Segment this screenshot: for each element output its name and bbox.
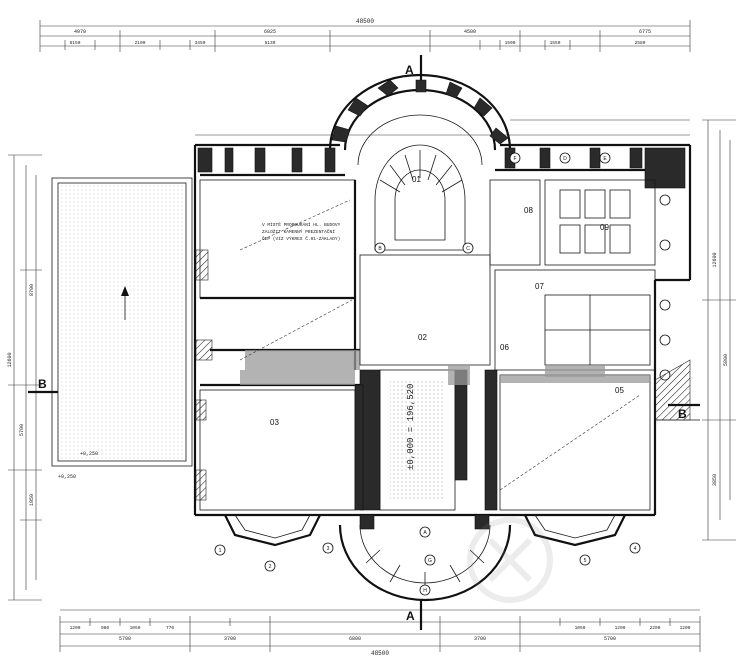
bottom-dim: 1200: [615, 625, 626, 631]
top-dim: 1500: [505, 40, 516, 46]
top-dim: 3450: [195, 40, 206, 46]
axis-marker-c: C: [462, 242, 474, 254]
svg-text:E: E: [603, 156, 607, 162]
axis-marker-2: 2: [264, 560, 276, 572]
svg-text:1: 1: [219, 548, 222, 554]
top-dim: 6150: [70, 40, 81, 46]
svg-text:A: A: [406, 609, 415, 623]
left-dim: 1950: [29, 494, 35, 506]
svg-text:3: 3: [327, 546, 330, 552]
bottom-dim: 1200: [680, 625, 691, 631]
terrace-level: +0,250: [80, 451, 98, 457]
room-number-02: 02: [418, 333, 427, 342]
interior-walls: 02 ±0,000 = 196,520 08 07 06 09 05 03: [195, 179, 656, 511]
bottom-dim: 5700: [119, 636, 131, 642]
bottom-dim: 1200: [70, 625, 81, 631]
svg-text:B: B: [38, 377, 47, 391]
svg-text:4: 4: [634, 546, 637, 552]
note-line: V MÍSTĚ PROBOURÁNÍ HL. BUDOVY: [262, 221, 341, 228]
bottom-dimension-chains: 48500 5700 3700 6800 3700 5700 1200 980 …: [59, 609, 701, 657]
top-overall-dim: 48500: [356, 18, 374, 25]
terrace-area: +0,250 +0,250: [51, 177, 193, 480]
axis-marker-b: B: [374, 242, 386, 254]
svg-text:H: H: [423, 588, 427, 594]
south-bays: [224, 514, 626, 602]
top-dim: 2100: [135, 40, 146, 46]
right-dim: 3850: [712, 474, 718, 486]
note-line: ZALOŽIT KAMENNÝ PREZENTAČNÍ: [262, 228, 335, 235]
axis-marker-5: 5: [579, 554, 591, 566]
top-dim: 1550: [550, 40, 561, 46]
north-bay-arcade: 01: [328, 73, 512, 251]
axis-marker-e: E: [599, 152, 611, 164]
svg-text:F: F: [513, 156, 516, 162]
top-dim: 4970: [74, 29, 86, 35]
svg-text:A: A: [423, 530, 427, 536]
axis-marker-h: H: [419, 584, 431, 596]
axis-marker-1: 1: [214, 544, 226, 556]
left-dim: 8700: [29, 284, 35, 296]
right-dim: 5800: [723, 354, 729, 366]
note-line: ČEP (VIZ VÝKRES Č.01-ZÁKLADY): [262, 235, 340, 242]
bottom-dim: 3700: [224, 636, 236, 642]
room-number-05: 05: [615, 386, 624, 395]
ramp-hatch: [654, 359, 700, 421]
svg-text:B: B: [378, 246, 382, 252]
right-axis-markers: [659, 194, 671, 381]
room-number-06: 06: [500, 343, 509, 352]
svg-text:5: 5: [584, 558, 587, 564]
axis-marker-3: 3: [322, 542, 334, 554]
bottom-dim: 1050: [130, 625, 141, 631]
room-number-01: 01: [412, 175, 421, 184]
room-number-03: 03: [270, 418, 279, 427]
top-dim: 4500: [464, 29, 476, 35]
axis-markers: 1 2 3 4 5 A B C D E F G H: [214, 152, 641, 596]
level-label: ±0,000 = 196,520: [406, 384, 416, 470]
bottom-dim: 1050: [575, 625, 586, 631]
axis-marker-f: F: [509, 152, 521, 164]
bottom-dim: 2200: [650, 625, 661, 631]
right-dim: 12600: [712, 252, 718, 267]
axis-marker-g: G: [424, 554, 436, 566]
top-dim: 2580: [635, 40, 646, 46]
room-number-07: 07: [535, 282, 544, 291]
section-mark-a-bottom: A: [406, 600, 423, 630]
bottom-dim: 980: [101, 625, 109, 631]
svg-text:2: 2: [269, 564, 272, 570]
bottom-dim: 5700: [604, 636, 616, 642]
svg-text:C: C: [466, 246, 470, 252]
left-dim: 12600: [7, 352, 13, 367]
terrace-level-2: +0,250: [58, 474, 76, 480]
top-dim: 5130: [265, 40, 276, 46]
axis-marker-4: 4: [629, 542, 641, 554]
left-dimension-chains: 12600 5700 1950 8700: [7, 154, 42, 601]
svg-text:D: D: [563, 156, 567, 162]
watermark-logo: [467, 517, 553, 603]
axis-marker-d: D: [559, 152, 571, 164]
top-dim: 6025: [264, 29, 276, 35]
construction-note: V MÍSTĚ PROBOURÁNÍ HL. BUDOVY ZALOŽIT KA…: [262, 221, 341, 242]
svg-text:G: G: [428, 558, 432, 564]
bottom-dim: 3700: [474, 636, 486, 642]
top-dim: 6775: [639, 29, 651, 35]
bottom-dim: 770: [166, 625, 174, 631]
left-dim: 5700: [19, 424, 25, 436]
top-dimension-chains: 48500 4970 6025 4500 6775 6150 2100 3450…: [39, 18, 691, 136]
axis-marker-a: A: [419, 526, 431, 538]
section-mark-b-left: B: [28, 377, 58, 394]
room-number-08: 08: [524, 206, 533, 215]
bottom-overall-dim: 48500: [371, 650, 389, 657]
bottom-dim: 6800: [349, 636, 361, 642]
svg-text:A: A: [405, 63, 414, 77]
